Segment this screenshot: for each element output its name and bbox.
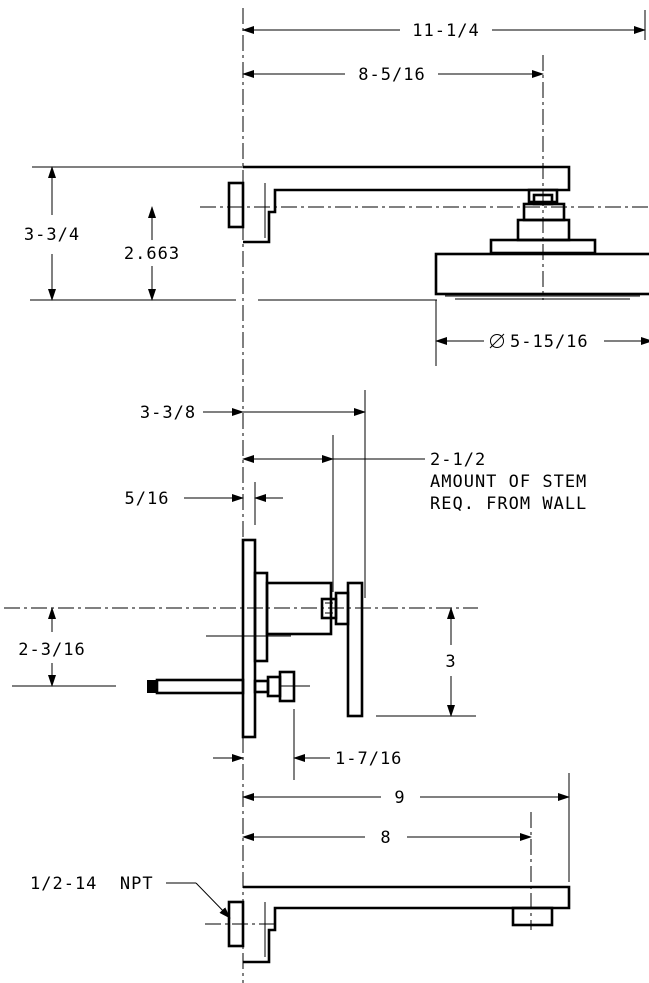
diverter-stem <box>147 670 310 703</box>
dim-handle-height: 3 <box>376 607 476 717</box>
dim-valve-offset: 1-7/16 <box>213 709 402 780</box>
dim-valve-offset-label: 1-7/16 <box>335 749 402 769</box>
dim-stem-length-label: 2-1/2 <box>430 450 486 470</box>
dim-head-center: 8-5/16 <box>242 65 544 85</box>
dim-handle-height-label: 3 <box>445 652 456 672</box>
stem-note-line1: AMOUNT OF STEM <box>430 472 587 492</box>
dim-head-center-label: 8-5/16 <box>358 65 425 85</box>
stem-note-line2: REQ. FROM WALL <box>430 494 587 514</box>
dim-pipe-thread: 1/2-14 NPT <box>30 874 231 919</box>
dim-handle-center: 2-3/16 <box>12 607 116 687</box>
tub-spout <box>227 885 571 964</box>
dim-head-diameter: 5-15/16 <box>435 300 649 366</box>
dim-handle-center-label: 2-3/16 <box>18 640 85 660</box>
dim-arm-length: 11-1/4 <box>242 10 646 41</box>
valve-trim <box>206 538 364 739</box>
dim-handle-projection: 3-3/8 <box>140 390 366 598</box>
dim-spout-outlet: 8 <box>242 828 532 848</box>
dim-arm-height-label: 3-3/4 <box>24 225 80 245</box>
dim-arm-height: 3-3/4 <box>24 166 437 301</box>
dim-spout-length-label: 9 <box>394 788 405 808</box>
dim-head-diameter-label: 5-15/16 <box>510 332 589 352</box>
dim-outlet-height: 2.663 <box>124 206 180 301</box>
dim-spout-length: 9 <box>242 773 570 882</box>
dim-pipe-thread-label: 1/2-14 NPT <box>30 874 154 894</box>
dim-plate-offset: 5/16 <box>125 482 283 525</box>
dim-stem-length: 2-1/2 AMOUNT OF STEM REQ. FROM WALL <box>242 435 587 592</box>
dim-handle-projection-label: 3-3/8 <box>140 403 196 423</box>
dim-outlet-height-label: 2.663 <box>124 244 180 264</box>
shower-arm <box>227 165 571 244</box>
dim-spout-outlet-label: 8 <box>380 828 391 848</box>
dim-arm-length-label: 11-1/4 <box>412 21 479 41</box>
dim-plate-offset-label: 5/16 <box>125 489 170 509</box>
